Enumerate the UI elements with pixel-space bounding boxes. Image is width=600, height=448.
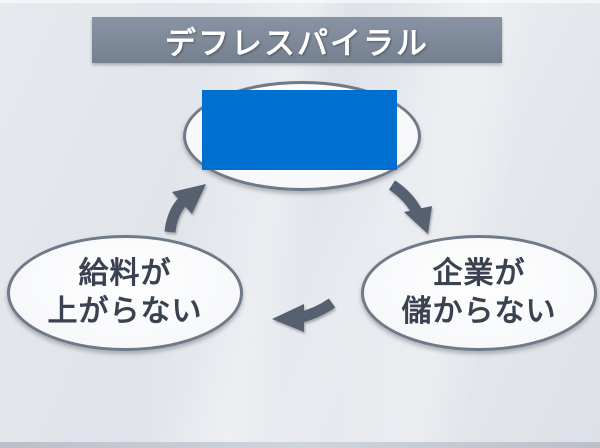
arrow-right-to-left-icon <box>272 298 336 332</box>
top-edge-stripe <box>0 0 600 3</box>
node-right-line1: 企業が <box>432 256 526 291</box>
redacted-label-box <box>202 90 397 170</box>
page-title: デフレスパイラル <box>165 25 429 62</box>
arrow-top-to-right-icon <box>388 180 432 234</box>
arrow-left-to-top-icon <box>164 184 206 233</box>
cycle-node-left: 給料が 上がらない <box>7 235 243 351</box>
cycle-node-right: 企業が 儲からない <box>361 235 597 351</box>
node-right-line2: 儲からない <box>401 294 557 329</box>
node-left-line2: 上がらない <box>47 294 203 329</box>
bottom-edge-stripe <box>0 442 600 448</box>
node-left-line1: 給料が <box>78 256 172 291</box>
title-banner: デフレスパイラル <box>92 17 502 63</box>
